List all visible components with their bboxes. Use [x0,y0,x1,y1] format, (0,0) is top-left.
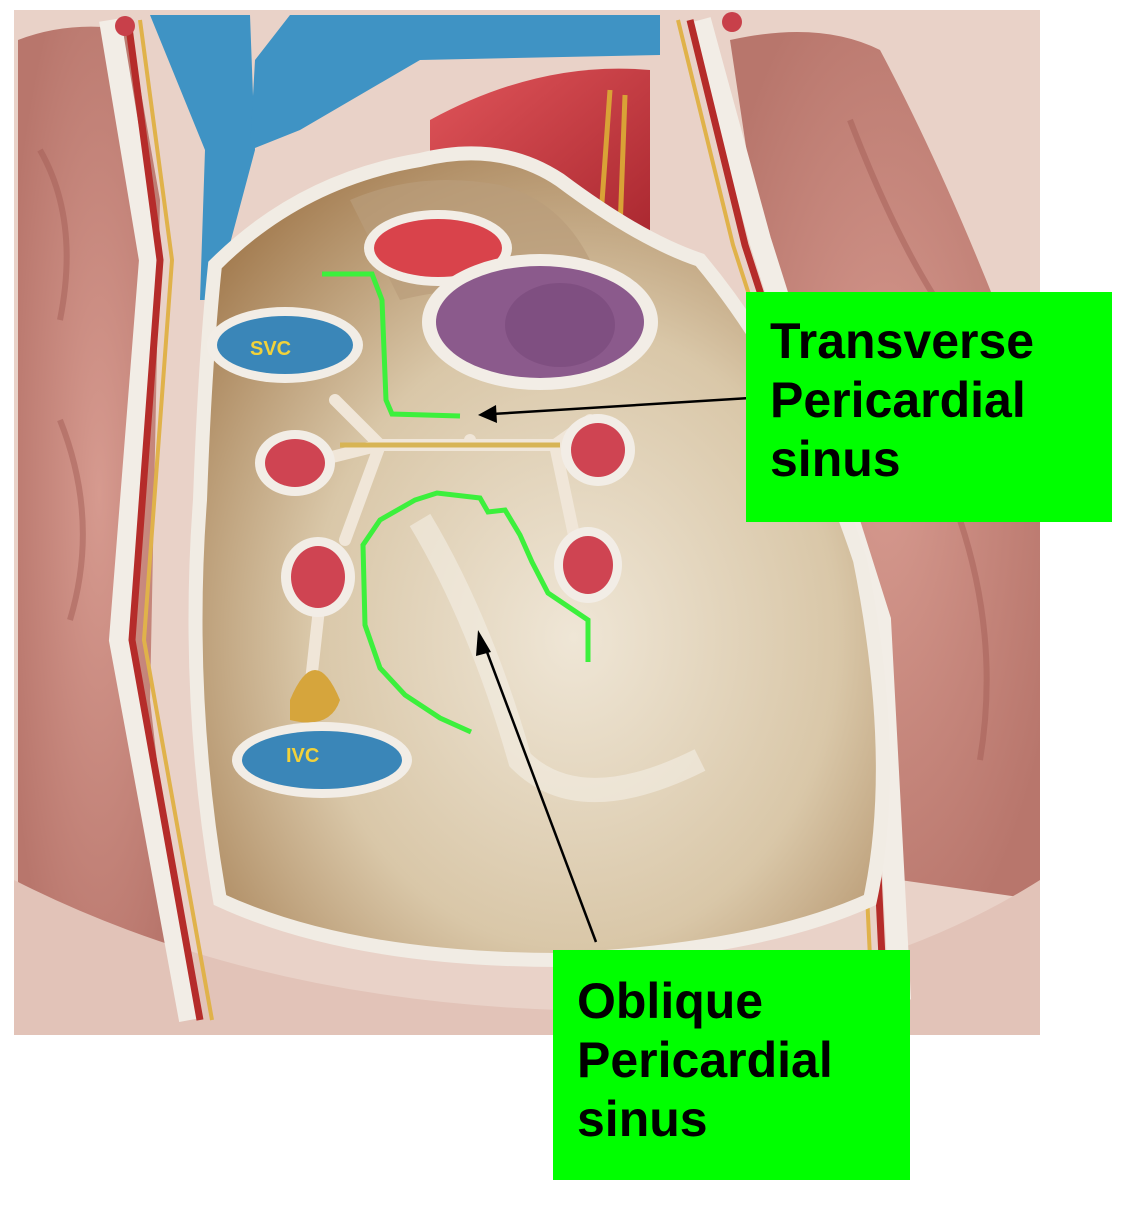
pulmonary-vein-lower-left [281,537,355,617]
transverse-label-line-1: Transverse [770,313,1035,369]
left-brachiocephalic-vein [150,15,255,300]
oblique-sinus-label: Oblique Pericardial sinus [553,950,910,1180]
oblique-label-bg [553,950,910,1180]
oblique-label-line-3: sinus [577,1091,708,1147]
oblique-label-line-2: Pericardial [577,1032,833,1088]
oblique-label-line-1: Oblique [577,973,764,1029]
transverse-label-line-3: sinus [770,431,901,487]
left-pleura [99,18,201,1022]
oblique-arrow [482,643,598,943]
transverse-sinus-outline [322,271,461,419]
left-phrenic-nerve [138,19,214,1021]
transverse-sinus-label: Transverse Pericardial sinus [746,292,1112,522]
svc-label: SVC [250,338,292,360]
transverse-label-bg [746,292,1112,522]
fat-deposit [290,670,340,723]
pulmonary-vein-upper-left [255,430,335,496]
pulmonary-vein-upper-right [561,414,635,486]
left-phrenic-artery [124,19,204,1021]
oblique-sinus-outline [360,490,591,735]
transverse-arrow [491,396,751,416]
ivc-label: IVC [286,745,320,767]
right-brachiocephalic-vein [250,15,660,150]
transverse-label-line-2: Pericardial [770,372,1026,428]
pulmonary-vein-lower-right [554,527,622,603]
